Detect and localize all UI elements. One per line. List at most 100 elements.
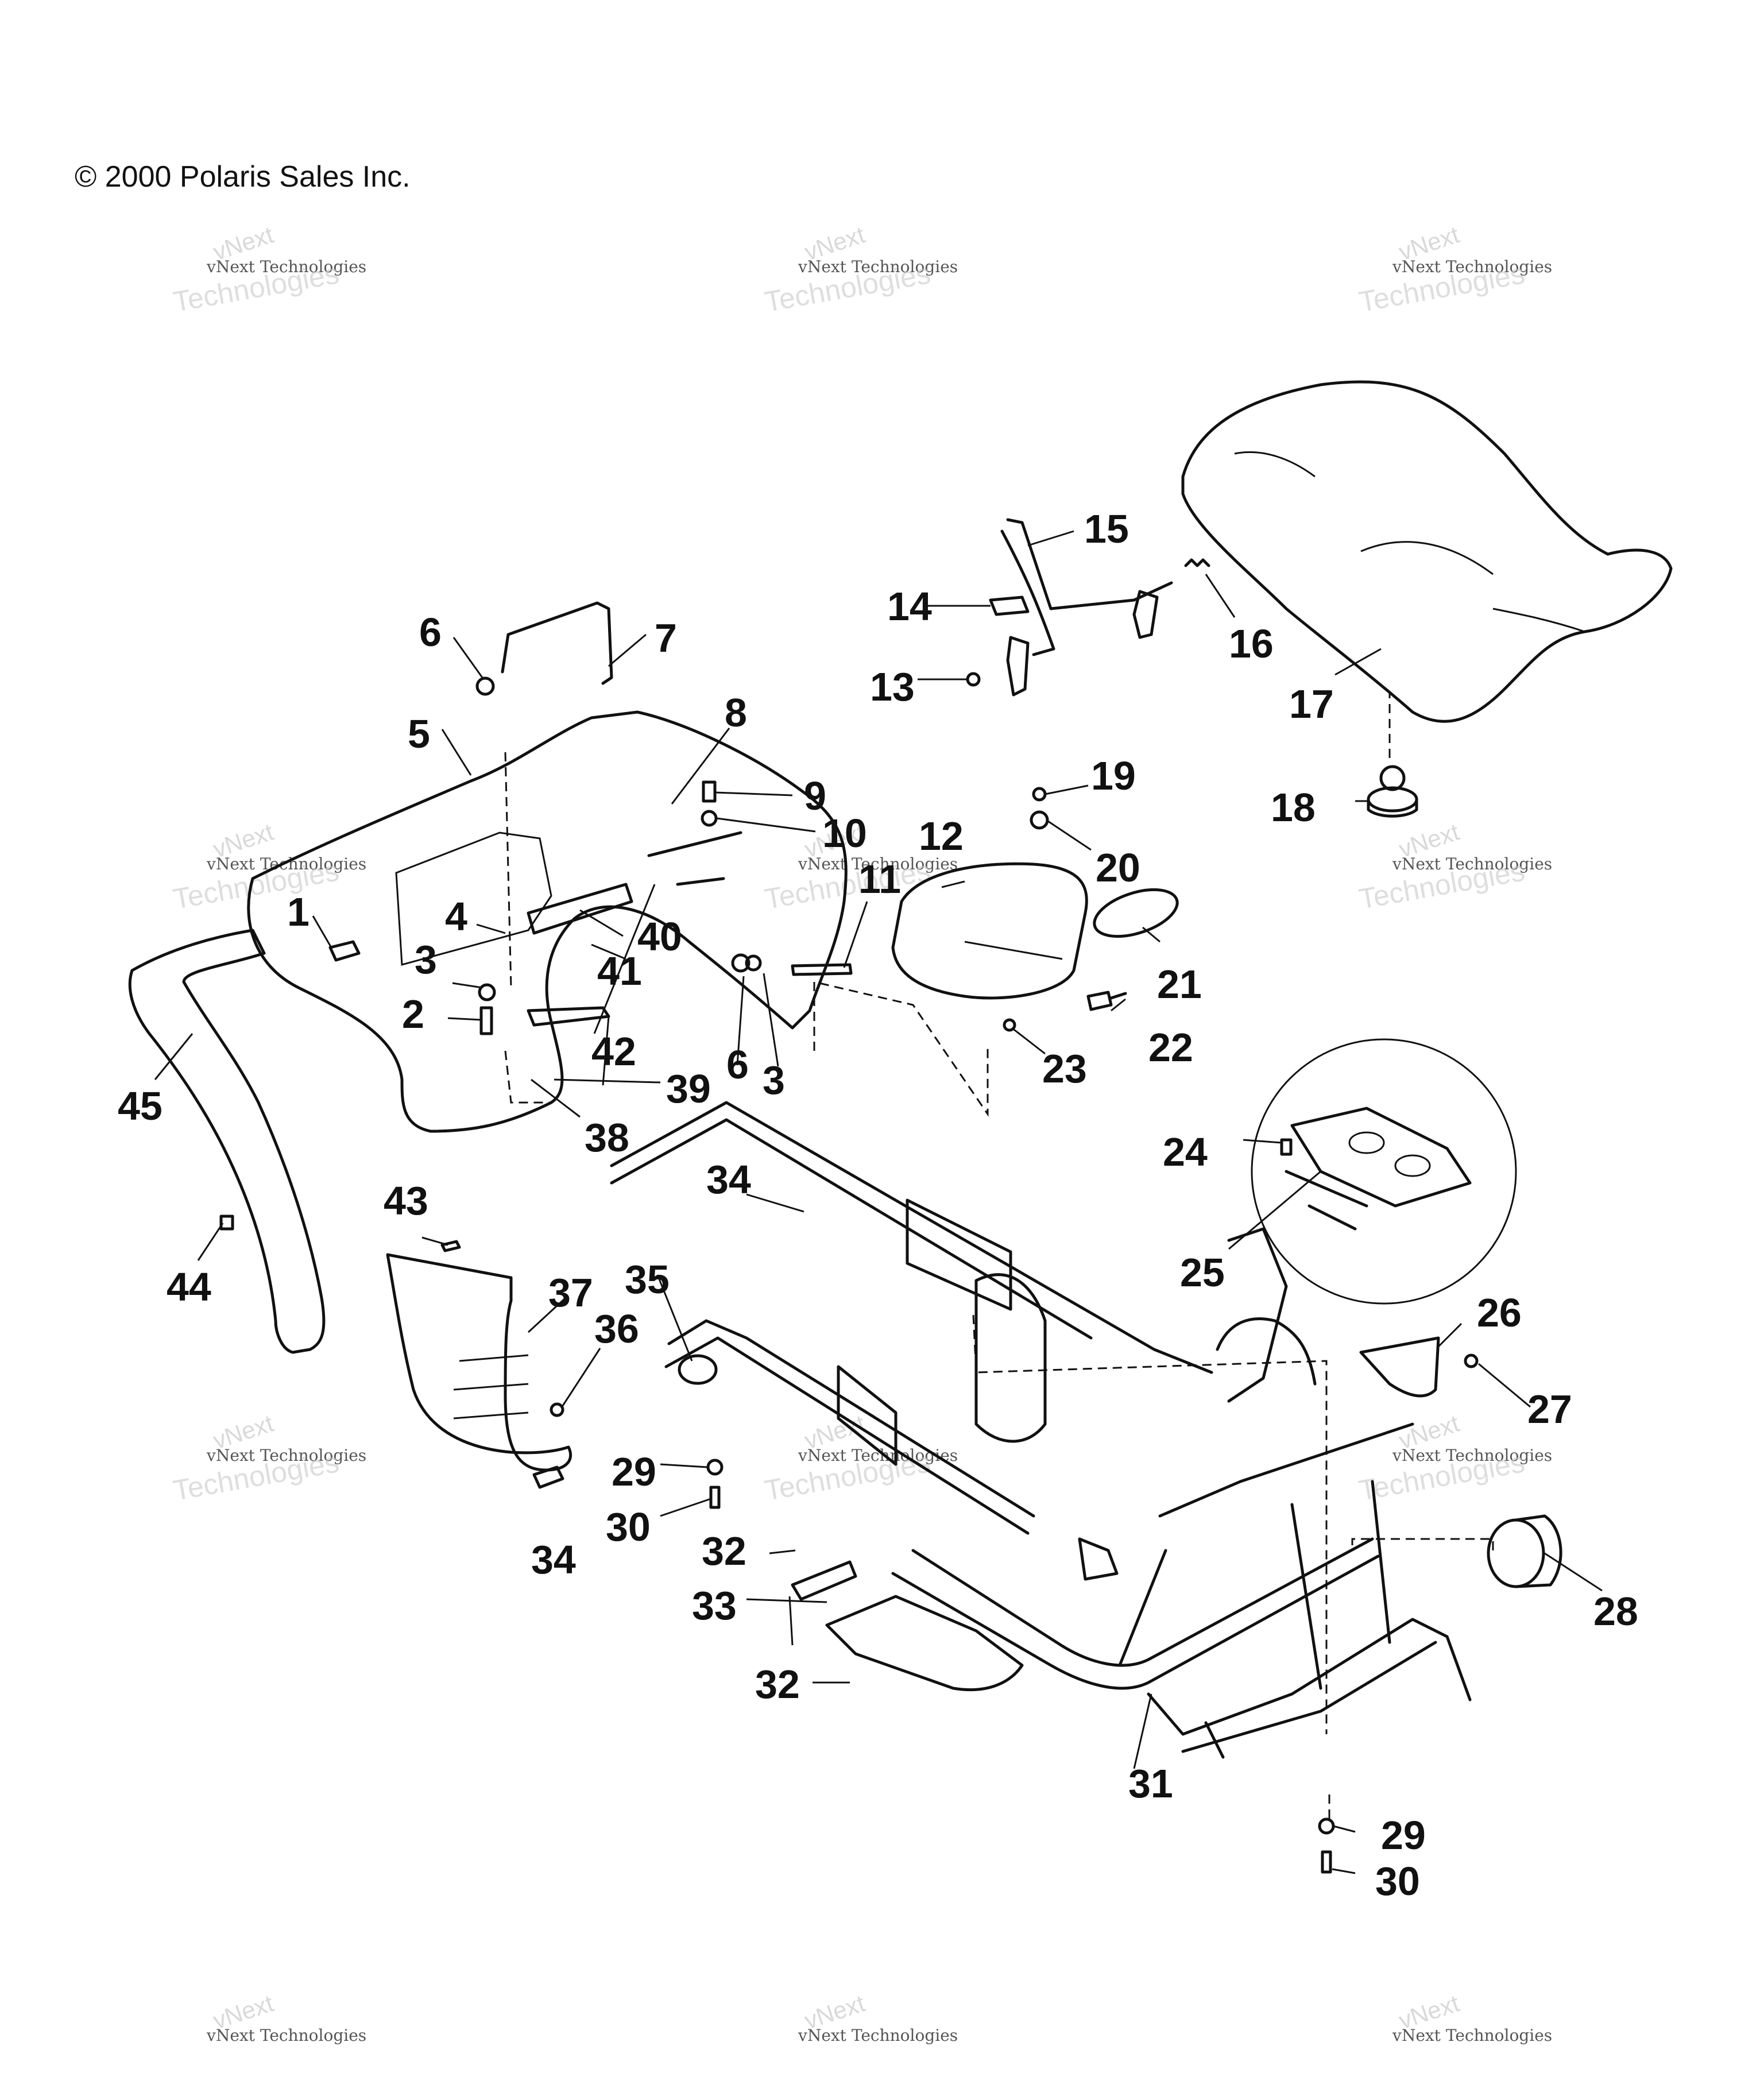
watermark: vNext vNext Technologies Technologies [1356,1410,1605,1507]
rear-fender-part [247,710,848,1133]
callout-30: 30 [1375,1859,1420,1904]
callout-10: 10 [822,811,867,856]
callout-3: 3 [763,1058,785,1103]
spring-part [1184,558,1210,567]
screw-part [1032,787,1047,802]
callout-26: 26 [1477,1290,1522,1335]
callout-4: 4 [445,894,467,939]
screw-part [1280,1138,1293,1156]
callout-45: 45 [118,1084,163,1128]
watermark: vNext vNext Technologies [1364,1990,1605,2073]
watermark-line2: vNext Technologies [207,1446,367,1465]
callout-29: 29 [612,1449,656,1494]
bolt-part [709,1486,721,1509]
washer-part [745,954,762,972]
callout-2: 2 [402,992,424,1036]
mount-plate-part [1359,1336,1440,1398]
screw-part [966,672,981,687]
callout-1: 1 [287,889,310,934]
watermark-line2: vNext Technologies [1392,1446,1553,1465]
watermark: vNext vNext Technologies Technologies [762,221,1011,318]
callout-20: 20 [1096,845,1140,890]
callout-11: 11 [858,857,901,902]
watermark: vNext vNext Technologies Technologies [762,818,1011,915]
callout-15: 15 [1084,506,1129,551]
callout-8: 8 [725,690,747,735]
storage-lid-part [1093,888,1179,938]
washer-part [706,1459,724,1476]
callout-3: 3 [415,937,437,982]
callout-labels: 1 2 3 3 4 5 6 6 7 8 9 10 11 12 13 14 15 … [118,506,1638,1904]
callout-27: 27 [1527,1387,1572,1432]
callout-17: 17 [1289,682,1334,726]
clip-part [219,1215,234,1231]
frame-part [610,1101,1472,1759]
footrest-part [825,1595,1024,1692]
rack-handle-part [501,601,613,685]
nut-part [475,676,495,696]
plug-part [532,1465,564,1489]
washer-part [1318,1817,1335,1835]
watermark-line2: vNext Technologies [207,257,367,276]
callout-40: 40 [637,914,682,959]
callout-7: 7 [655,616,677,660]
bolt-part [1321,1850,1332,1874]
callout-39: 39 [666,1066,711,1111]
leader-lines [154,530,1603,1874]
callout-34: 34 [531,1537,576,1582]
callout-42: 42 [591,1029,636,1074]
watermark: vNext vNext Technologies Technologies [1356,221,1605,318]
callout-5: 5 [408,711,430,756]
nut-part [731,953,751,973]
washer-part [701,810,718,827]
callout-32: 32 [755,1662,800,1707]
callout-44: 44 [167,1264,211,1309]
bracket-part [527,883,633,935]
fastener-part [1086,991,1127,1011]
nut-part [1003,1018,1016,1032]
watermark-line2: vNext Technologies [798,2026,958,2045]
screw-part [479,1006,493,1035]
rack-support-part [647,831,742,886]
watermark: vNext vNext Technologies [769,1990,1011,2073]
callout-24: 24 [1163,1130,1208,1174]
bolt-part [791,963,853,976]
callout-38: 38 [585,1115,629,1160]
callout-35: 35 [625,1257,670,1302]
bushing-part [678,1354,718,1385]
watermark-line2: vNext Technologies [1392,2026,1553,2045]
callout-22: 22 [1148,1025,1193,1070]
callout-28: 28 [1593,1589,1638,1634]
grommet-part [1367,765,1418,818]
callout-19: 19 [1091,753,1136,798]
clip-part [328,940,361,962]
callout-37: 37 [548,1270,593,1315]
callout-13: 13 [870,664,915,709]
callout-6: 6 [419,610,442,655]
washer-part [1030,810,1049,830]
callout-16: 16 [1229,621,1274,666]
bolt-part [1464,1353,1479,1368]
seat-latch-rod-part [1000,518,1173,697]
callout-31: 31 [1128,1761,1173,1806]
callout-9: 9 [804,773,826,818]
fender-flare-part [128,929,326,1354]
callout-25: 25 [1180,1250,1225,1295]
screw-part [550,1402,564,1417]
copyright-notice: © 2000 Polaris Sales Inc. [75,160,411,194]
watermark-line2: vNext Technologies [1392,854,1553,873]
watermark: vNext vNext Technologies Technologies [171,221,419,318]
clip-part [989,595,1030,616]
callout-23: 23 [1042,1046,1087,1091]
callout-14: 14 [887,584,932,629]
seat-part [1181,380,1673,723]
watermark: vNext vNext Technologies Technologies [1356,818,1605,915]
callout-43: 43 [384,1178,428,1223]
callout-30: 30 [606,1505,651,1549]
callout-41: 41 [597,949,642,993]
footwell-ribs [453,1354,529,1420]
callout-18: 18 [1271,785,1316,830]
callout-21: 21 [1157,962,1202,1007]
callout-12: 12 [919,814,964,858]
